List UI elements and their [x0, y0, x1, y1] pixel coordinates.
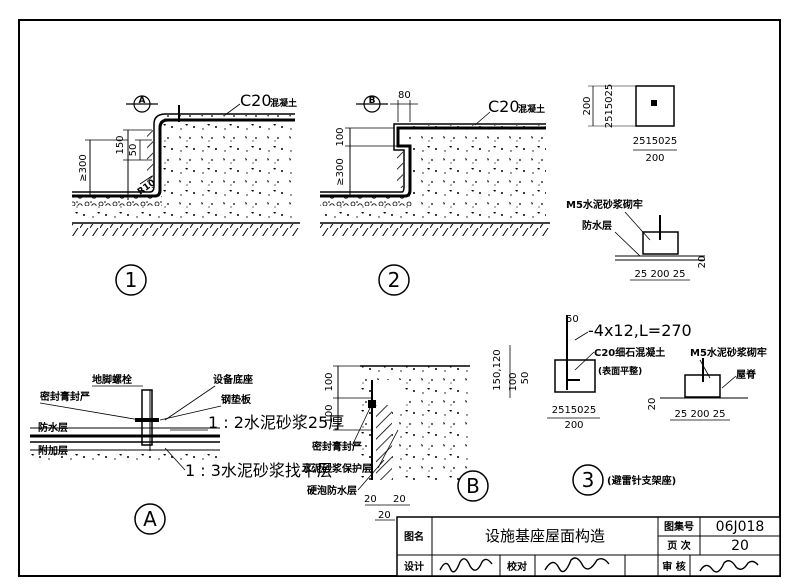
d3-dim-50v: 50 [520, 372, 531, 385]
b-protection-label: 水泥砂浆保护层 [301, 462, 372, 475]
detail-1-material-note: 混凝土 [270, 97, 297, 109]
d3-bar-spec: -4x12,L=270 [588, 321, 692, 340]
detail-2-marker: B [369, 96, 376, 106]
detail-1-marker: A [139, 96, 146, 106]
leveling-label: 1 : 3水泥砂浆找平层 [185, 461, 333, 480]
d3-bottom-200: 200 [564, 420, 583, 431]
d3-top-200h: 200 [645, 153, 664, 164]
detail-2-number: 2 [388, 268, 401, 292]
detail-2: B 80 C20 混凝土 100 ≥300 2 [320, 90, 550, 296]
d3-bottom-h: 2515025 [552, 405, 597, 416]
detail-1-material: C20 [240, 91, 272, 110]
dim-b-20c: 20 [378, 510, 391, 521]
equipment-base-label: 设备底座 [213, 373, 253, 386]
reviewer-signature [699, 560, 759, 573]
dim-300b: ≥300 [335, 158, 346, 185]
detail-3-number: 3 [582, 468, 595, 492]
detail-a-marker: A [143, 507, 157, 531]
sealant-label: 密封膏封严 [40, 390, 90, 403]
dim-b-100a: 100 [324, 372, 335, 391]
anchor-bolt-label: 地脚螺栓 [92, 373, 132, 386]
detail-b: 100 100 密封膏封严 水泥砂浆保护层 硬泡防水层 20 20 20 B [301, 365, 489, 521]
d3-waterproof: 防水层 [582, 219, 612, 232]
d3-surface: (表面平整) [598, 365, 642, 377]
designer-signature [439, 558, 493, 573]
dim-b-20b: 20 [393, 494, 406, 505]
page-number: 20 [731, 538, 749, 554]
dim-100: 100 [335, 127, 346, 146]
b-sealant-label: 密封膏封严 [312, 440, 362, 453]
dim-b-20a: 20 [364, 494, 377, 505]
steel-plate-label: 钢垫板 [221, 393, 252, 406]
detail-2-material-note: 混凝土 [518, 103, 545, 115]
dim-80: 80 [398, 90, 411, 101]
atlas-number: 06J018 [716, 519, 765, 535]
b-waterproof-label: 硬泡防水层 [307, 484, 357, 497]
detail-3: 200 2515025 2515025 200 M5水泥砂浆砌牢 防水层 20 … [492, 84, 767, 496]
mortar-25-label: 1 : 2水泥砂浆25厚 [208, 413, 344, 432]
d3-parapet: 屋脊 [736, 368, 757, 381]
detail-1: A C20 混凝土 150 50 ≥300 R10 1 [72, 91, 300, 296]
d3-dim-50: 50 [566, 314, 579, 325]
waterproof-label: 防水层 [38, 421, 68, 434]
title-name-label: 图名 [404, 530, 424, 543]
atlas-label: 图集号 [664, 520, 694, 533]
d3-mortar-top: M5水泥砂浆砌牢 [566, 198, 643, 211]
d3-dim-100: 100 [508, 372, 519, 391]
review-label: 审 核 [662, 560, 685, 573]
d3-concrete: C20细石混凝土 [594, 346, 665, 359]
detail-3-caption: (避雷针支架座) [607, 474, 676, 487]
d3-dim-20b: 20 [647, 398, 658, 411]
dim-150: 150 [115, 135, 126, 154]
title-block: 图名 设施基座屋面构造 图集号 06J018 页 次 20 设计 校对 审 核 [396, 516, 781, 577]
dim-300: ≥300 [78, 154, 89, 181]
d3-top-200: 200 [582, 96, 593, 115]
design-label: 设计 [404, 560, 424, 573]
d3-bottom-dims: 25 200 25 [635, 269, 686, 280]
d3-dims-left: 150,120 [492, 349, 503, 390]
d3-dim-20r: 20 [697, 256, 708, 269]
d3-top-h: 2515025 [633, 136, 678, 147]
dim-50: 50 [128, 144, 139, 157]
checker-signature [544, 557, 610, 573]
page-label: 页 次 [667, 539, 690, 552]
check-label: 校对 [507, 560, 527, 573]
d3-mortar-right: M5水泥砂浆砌牢 [690, 346, 767, 359]
d3-top-v: 2515025 [604, 84, 615, 129]
detail-1-number: 1 [125, 268, 138, 292]
detail-2-material: C20 [488, 97, 520, 116]
detail-a: 地脚螺栓 设备底座 密封膏封严 钢垫板 1 : 2水泥砂浆25厚 防水层 附加层… [30, 373, 344, 535]
d3-right-dims: 25 200 25 [675, 409, 726, 420]
dim-b-100b: 100 [324, 404, 335, 423]
drawing-title: 设施基座屋面构造 [485, 527, 605, 545]
detail-b-marker: B [466, 474, 480, 498]
extra-layer-label: 附加层 [38, 444, 68, 457]
